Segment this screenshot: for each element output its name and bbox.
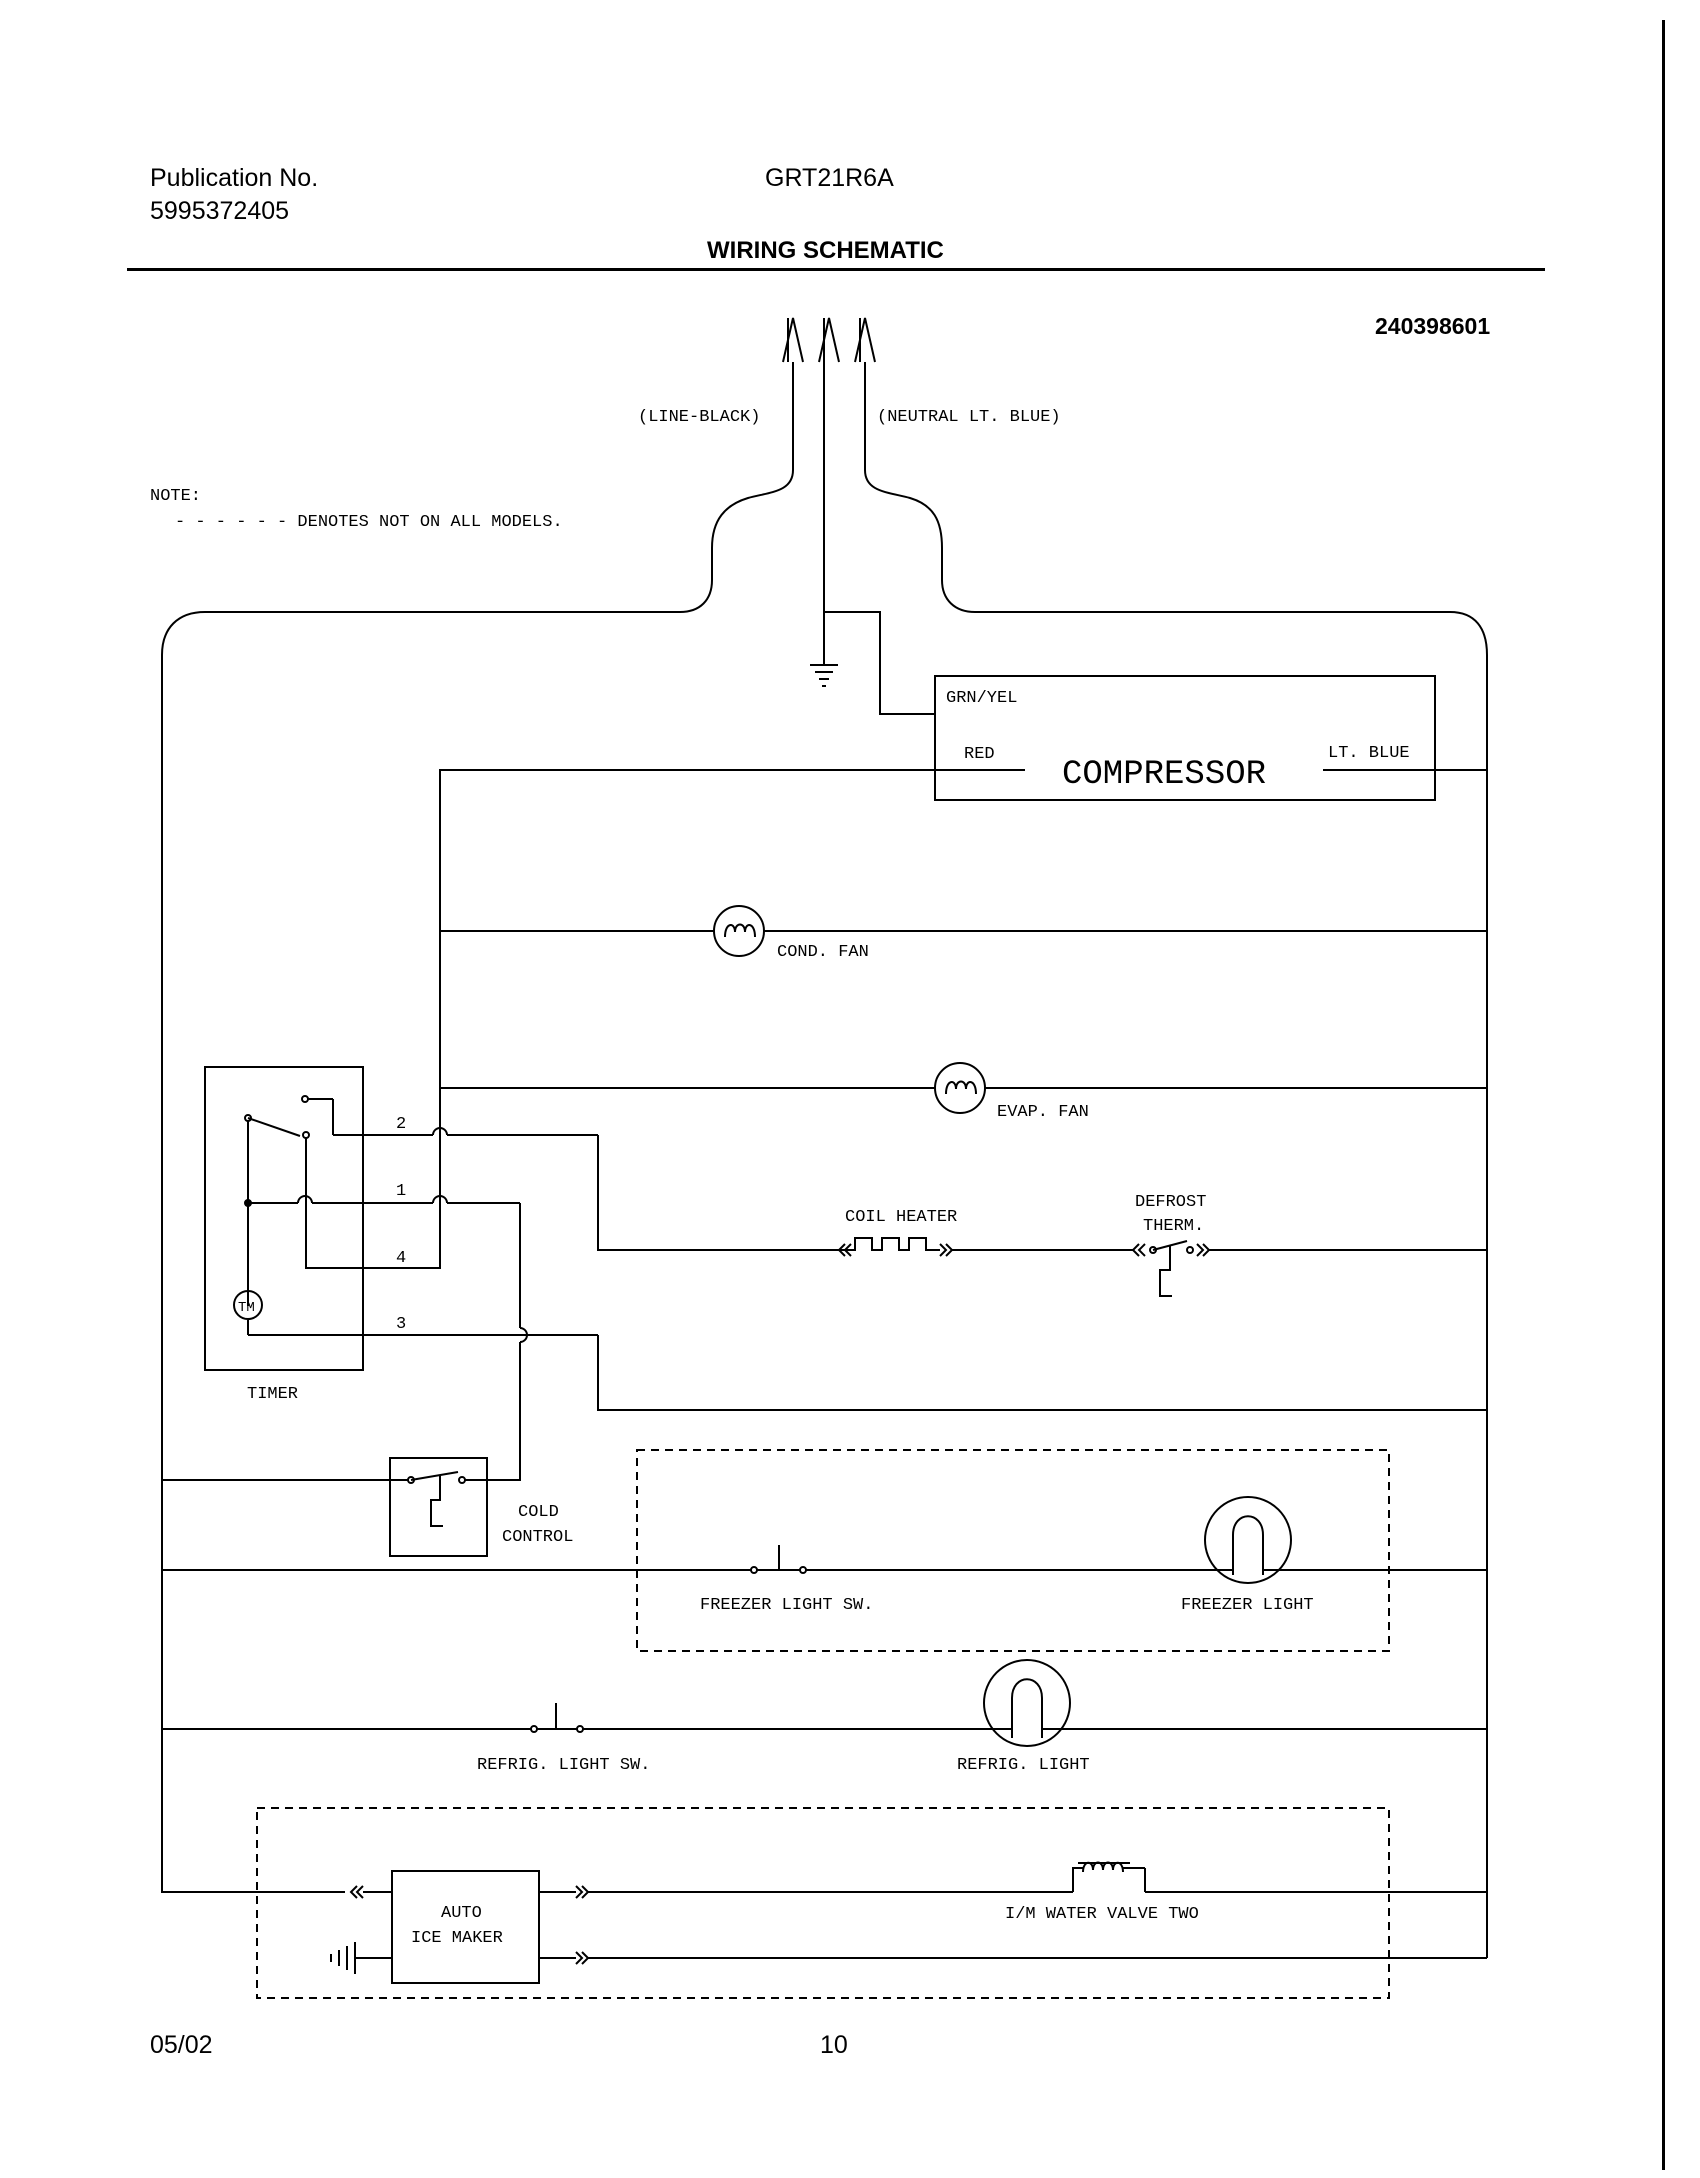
drawing-number: 240398601 bbox=[1375, 313, 1491, 339]
timer-switch-icon bbox=[244, 1095, 334, 1306]
neutral-label: (NEUTRAL LT. BLUE) bbox=[877, 408, 1061, 427]
page-edge-line bbox=[1662, 20, 1665, 2170]
refrig-light-switch-icon bbox=[530, 1703, 584, 1733]
freezer-light-sw-label: FREEZER LIGHT SW. bbox=[700, 1596, 873, 1615]
ice-maker-connector-icon bbox=[349, 1885, 364, 1899]
coil-heater-icon bbox=[837, 1237, 954, 1257]
freezer-light-optional-box bbox=[636, 1449, 1390, 1652]
freezer-light-switch-icon bbox=[750, 1545, 807, 1574]
compressor-label: COMPRESSOR bbox=[1062, 756, 1266, 794]
ice-maker-label-line1: AUTO bbox=[441, 1904, 482, 1923]
footer-date: 05/02 bbox=[150, 2031, 213, 2059]
cold-label: COLD bbox=[518, 1503, 559, 1522]
line-arrow-icon bbox=[782, 317, 804, 363]
ice-maker-box bbox=[391, 1870, 540, 1984]
water-valve-label: I/M WATER VALVE TWO bbox=[1005, 1905, 1199, 1924]
coil-heater-label: COIL HEATER bbox=[845, 1208, 957, 1227]
timer-motor-label: TM bbox=[238, 1300, 255, 1316]
note-title: NOTE: bbox=[150, 487, 201, 506]
timer-box bbox=[204, 1066, 364, 1371]
cold-control-box bbox=[389, 1457, 488, 1557]
refrig-light-label: REFRIG. LIGHT bbox=[957, 1756, 1090, 1775]
red-label: RED bbox=[964, 745, 995, 764]
water-valve-coil-icon bbox=[1072, 1861, 1146, 1892]
ground-arrow-icon bbox=[818, 317, 840, 363]
timer-terminal-1: 1 bbox=[396, 1182, 406, 1201]
line-black-label: (LINE-BLACK) bbox=[638, 408, 760, 427]
neutral-wire bbox=[864, 362, 1488, 1958]
timer-terminal-2: 2 bbox=[396, 1115, 406, 1134]
freezer-light-bulb-icon bbox=[1204, 1496, 1292, 1584]
ice-maker-optional-box bbox=[256, 1807, 1390, 1999]
refrig-light-bulb-icon bbox=[983, 1659, 1071, 1747]
publication-label: Publication No. bbox=[150, 164, 319, 192]
neutral-arrow-icon bbox=[854, 317, 876, 363]
timer-terminal-4: 4 bbox=[396, 1249, 406, 1268]
ice-maker-label-line2: ICE MAKER bbox=[411, 1929, 503, 1948]
note-text: - - - - - - DENOTES NOT ON ALL MODELS. bbox=[175, 513, 563, 532]
evap-fan-label: EVAP. FAN bbox=[997, 1103, 1089, 1122]
page-title: WIRING SCHEMATIC bbox=[707, 237, 944, 264]
ice-maker-ground-icon bbox=[330, 1942, 392, 1974]
refrig-light-sw-label: REFRIG. LIGHT SW. bbox=[477, 1756, 650, 1775]
grn-yel-label: GRN/YEL bbox=[946, 689, 1017, 708]
defrost-label: DEFROST bbox=[1135, 1193, 1206, 1212]
line-wire bbox=[161, 362, 794, 1893]
ground-wire bbox=[823, 362, 935, 715]
lt-blue-label: LT. BLUE bbox=[1328, 744, 1410, 763]
cond-fan-label: COND. FAN bbox=[777, 943, 869, 962]
defrost-therm-icon bbox=[1131, 1240, 1211, 1297]
freezer-light-label: FREEZER LIGHT bbox=[1181, 1596, 1314, 1615]
evap-fan-motor-icon bbox=[934, 1062, 986, 1114]
timer-label: TIMER bbox=[247, 1385, 298, 1404]
compressor-box bbox=[934, 675, 1436, 801]
timer-terminal-3: 3 bbox=[396, 1315, 406, 1334]
publication-number: 5995372405 bbox=[150, 197, 290, 225]
cond-fan-motor-icon bbox=[713, 905, 765, 957]
model-number: GRT21R6A bbox=[765, 164, 894, 192]
ground-icon bbox=[810, 612, 838, 687]
page-number: 10 bbox=[820, 2031, 848, 2059]
control-label: CONTROL bbox=[502, 1528, 573, 1547]
timer-motor-icon bbox=[233, 1290, 263, 1320]
cold-control-switch-icon bbox=[407, 1471, 466, 1527]
therm-label: THERM. bbox=[1143, 1217, 1204, 1236]
header-rule bbox=[127, 268, 1545, 271]
